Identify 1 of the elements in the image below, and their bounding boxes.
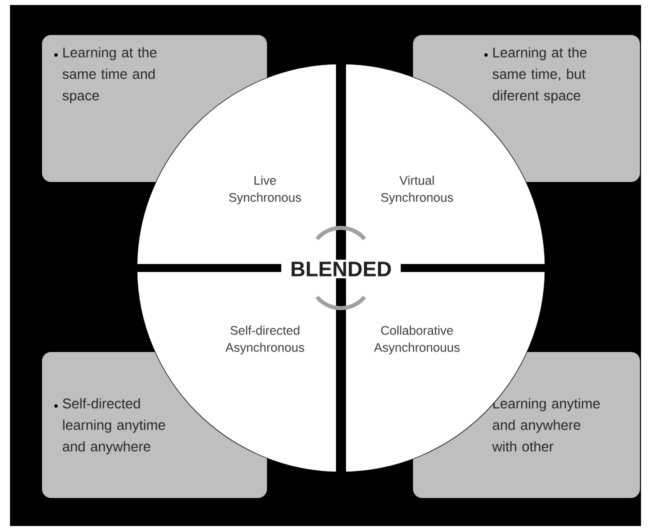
center-label: BLENDED bbox=[281, 260, 401, 278]
